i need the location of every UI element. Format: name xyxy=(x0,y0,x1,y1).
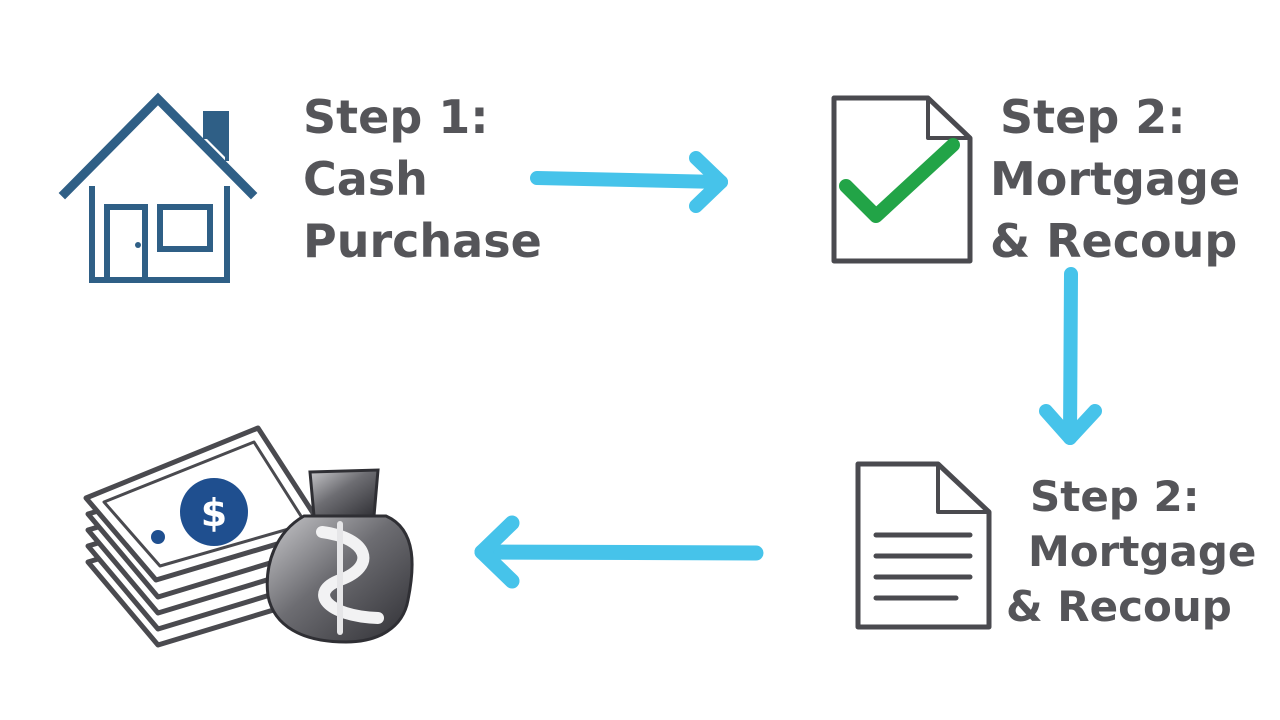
dollar-symbol: $ xyxy=(201,491,227,535)
approved-document-icon xyxy=(831,95,973,264)
house-icon xyxy=(58,92,258,283)
step2-bottom-line3: & Recoup xyxy=(1006,582,1232,631)
step2-top-line2: Mortgage xyxy=(990,152,1241,206)
arrow-right-icon xyxy=(530,151,728,213)
step2-top-line3: & Recoup xyxy=(990,214,1238,268)
step2-bottom-line2: Mortgage xyxy=(1028,527,1257,576)
text-document-icon xyxy=(855,461,992,630)
step1-line1: Step 1: xyxy=(303,90,489,144)
step2-bottom-line1: Step 2: xyxy=(1030,472,1200,521)
step2-top-line1: Step 2: xyxy=(1000,90,1186,144)
step2-bottom-label: Step 2: Mortgage & Recoup xyxy=(1006,476,1256,641)
step1-line2: Cash xyxy=(303,152,428,206)
step1-label: Step 1: Cash Purchase xyxy=(303,94,542,280)
arrow-down-icon xyxy=(1039,267,1102,445)
money-stack-icon: $ xyxy=(83,425,414,648)
step2-top-label: Step 2: Mortgage & Recoup xyxy=(990,94,1240,280)
step1-line3: Purchase xyxy=(303,214,542,268)
arrow-left-icon xyxy=(474,515,764,589)
